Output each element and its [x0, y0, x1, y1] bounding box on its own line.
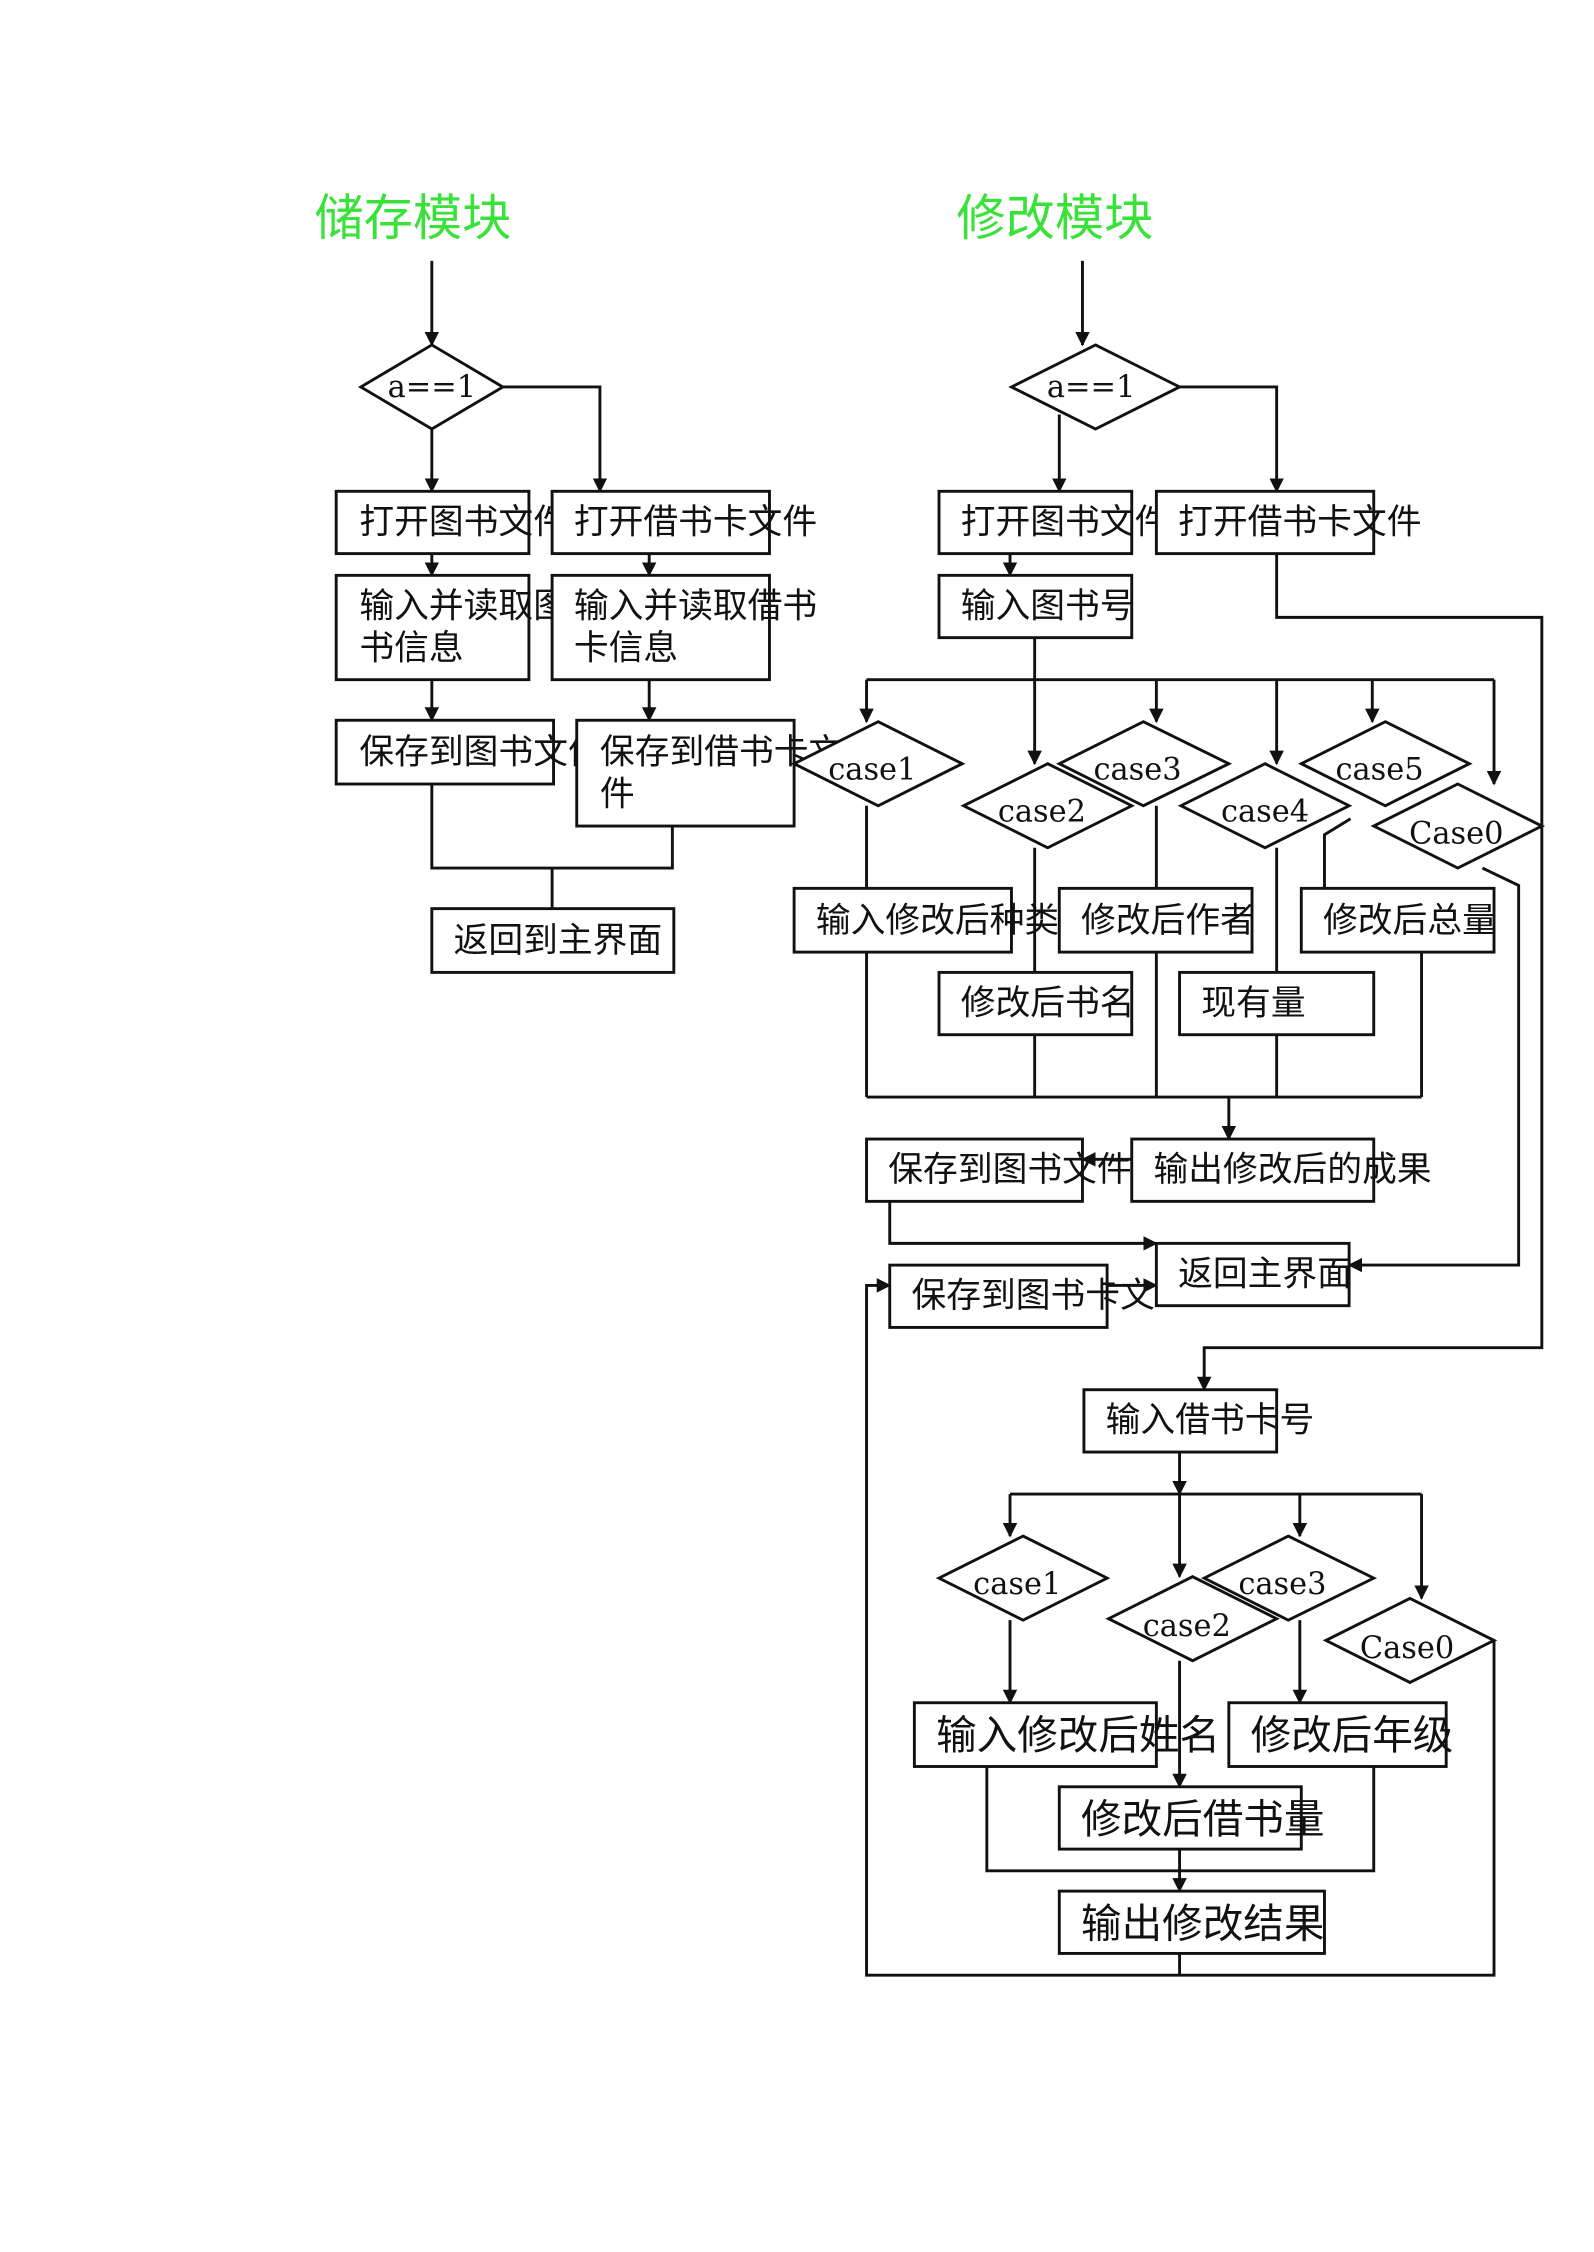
modify-decision-label: a==1	[1047, 370, 1135, 405]
book-action-author-label: 修改后作者	[1081, 901, 1255, 941]
edge-book-case5-down	[1323, 817, 1352, 889]
modify-return-main	[1154, 1241, 1351, 1308]
storage-input-read-book-label: 输入并读取图 书信息	[359, 586, 579, 668]
book-output-result	[1130, 1137, 1376, 1203]
storage-return-main-label: 返回到主界面	[454, 921, 663, 961]
book-case3-label: case3	[1093, 753, 1181, 788]
card-case3	[1200, 1534, 1378, 1622]
modify-return-main-label: 返回主界面	[1178, 1254, 1352, 1294]
storage-input-read-card-line-1: 输入并读取借书	[574, 586, 817, 626]
card-action-name-label: 输入修改后姓名	[936, 1711, 1220, 1759]
card-action-borrow-count-label: 修改后借书量	[1081, 1795, 1324, 1843]
edge-card-branch-line	[1196, 553, 1544, 1392]
card-output-result	[1057, 1889, 1326, 1955]
book-action-title	[937, 970, 1134, 1037]
edge-book-case0-return	[1347, 866, 1521, 1273]
storage-module: a==1 打开图书文件 打开借书卡文件 输入并读取图 书信息 输入并读取借书 卡…	[334, 260, 843, 974]
modify-input-book-no	[937, 573, 1134, 640]
card-save-file	[888, 1263, 1109, 1329]
card-action-grade-label: 修改后年级	[1251, 1711, 1454, 1759]
book-action-author	[1057, 886, 1254, 954]
card-action-grade	[1227, 1701, 1448, 1768]
storage-decision	[357, 343, 506, 431]
modify-open-card-file-label: 打开借书卡文件	[1178, 502, 1421, 542]
book-action-stock-label: 现有量	[1201, 983, 1305, 1023]
storage-input-read-book-line-2: 书信息	[359, 628, 463, 668]
storage-open-card-file	[550, 489, 771, 556]
storage-save-card-file	[575, 718, 796, 828]
book-case3	[1056, 720, 1233, 808]
card-action-name	[912, 1701, 1158, 1768]
book-case5	[1298, 720, 1473, 808]
book-action-category-label: 输入修改后种类	[816, 901, 1059, 941]
modify-module: a==1 打开图书文件 打开借书卡文件 输入图书号 case1 case2 ca…	[790, 260, 1546, 1977]
book-action-stock	[1178, 970, 1376, 1037]
book-case1	[790, 720, 966, 808]
book-case5-label: case5	[1335, 753, 1423, 788]
book-action-title-label: 修改后书名	[961, 983, 1135, 1023]
modify-input-book-no-label: 输入图书号	[961, 586, 1135, 626]
storage-decision-label: a==1	[388, 370, 476, 405]
storage-open-book-file	[334, 489, 531, 556]
modify-decision	[1008, 343, 1183, 431]
card-case0-label: Case0	[1360, 1631, 1454, 1666]
storage-input-read-book	[334, 573, 531, 682]
storage-save-book-file-label: 保存到图书文件	[359, 733, 602, 773]
card-input-no-label: 输入借书卡号	[1106, 1401, 1315, 1441]
book-save-file-label: 保存到图书文件	[888, 1150, 1131, 1190]
storage-open-book-file-label: 打开图书文件	[359, 502, 568, 542]
book-case2-label: case2	[998, 795, 1086, 830]
storage-input-read-card	[550, 573, 771, 682]
card-case2-label: case2	[1143, 1609, 1231, 1644]
storage-input-read-card-label: 输入并读取借书 卡信息	[574, 586, 828, 668]
edge-storage-no	[502, 385, 608, 493]
storage-return-main	[430, 907, 676, 974]
storage-input-read-book-line-1: 输入并读取图	[359, 586, 568, 626]
storage-open-card-file-label: 打开借书卡文件	[574, 502, 817, 542]
title-modify-module: 修改模块	[956, 189, 1153, 247]
storage-save-card-file-line-2: 件	[600, 775, 635, 815]
card-case1-label: case1	[973, 1567, 1061, 1602]
book-case4-label: case4	[1221, 795, 1309, 830]
book-case0	[1370, 782, 1546, 870]
edge-modify-no	[1179, 385, 1284, 493]
card-case1	[935, 1534, 1111, 1622]
modify-open-card-file	[1154, 489, 1376, 556]
storage-input-read-card-line-2: 卡信息	[574, 628, 678, 668]
book-save-file	[865, 1137, 1084, 1203]
book-action-category	[792, 886, 1013, 954]
storage-save-book-file	[334, 718, 556, 786]
modify-open-book-file-label: 打开图书文件	[961, 502, 1170, 542]
card-case0	[1322, 1596, 1498, 1685]
book-case1-label: case1	[828, 753, 916, 788]
card-save-file-label: 保存到图书卡文	[911, 1276, 1154, 1316]
book-case4	[1177, 762, 1353, 850]
card-input-no	[1082, 1388, 1279, 1454]
book-action-total	[1299, 886, 1496, 954]
book-output-result-label: 输出修改后的成果	[1153, 1150, 1431, 1190]
book-case2	[960, 762, 1135, 850]
title-storage-module: 储存模块	[314, 189, 511, 247]
card-case2	[1105, 1575, 1280, 1663]
edge-book-save-to-return	[888, 1201, 1158, 1251]
book-action-total-label: 修改后总量	[1323, 901, 1497, 941]
card-case3-label: case3	[1238, 1567, 1326, 1602]
edge-card-loop-bottom	[865, 1278, 1496, 1977]
card-action-borrow-count	[1057, 1785, 1303, 1851]
book-case0-label: Case0	[1409, 816, 1503, 851]
card-output-result-label: 输出修改结果	[1081, 1899, 1324, 1947]
modify-open-book-file	[937, 489, 1134, 556]
